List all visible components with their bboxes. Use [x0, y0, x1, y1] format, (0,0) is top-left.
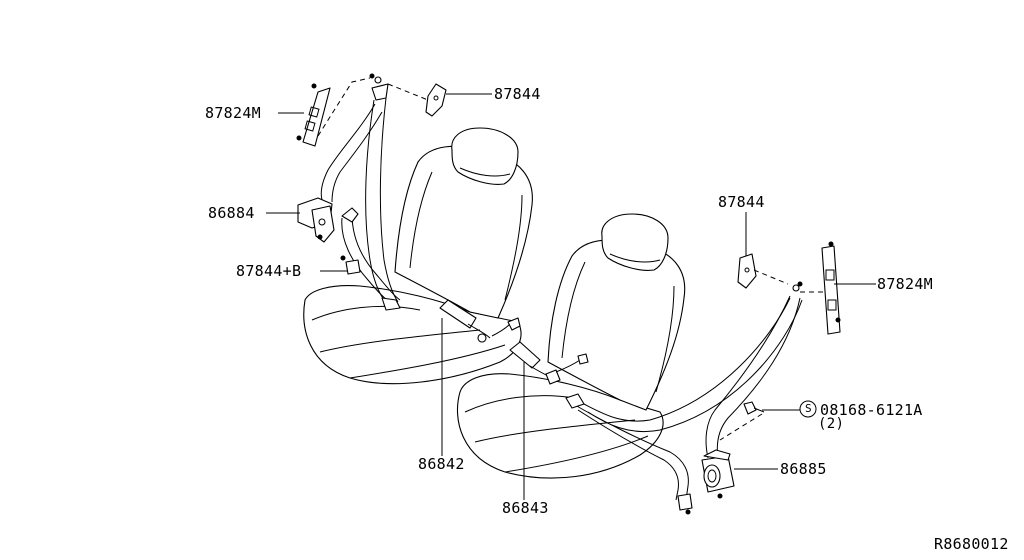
bolt-symbol-letter: S — [805, 402, 812, 415]
left-seat-headrest — [451, 127, 519, 185]
left-belt-adjuster — [296, 83, 331, 147]
left-seat-cushion — [303, 285, 522, 385]
label-87844-right: 87844 — [718, 193, 765, 211]
label-bolt-quantity: (2) — [818, 416, 845, 432]
right-seat-headrest — [601, 213, 669, 271]
bolt-icon — [743, 401, 765, 415]
label-86843: 86843 — [502, 499, 549, 517]
diagram-reference-code: R8680012 — [934, 535, 1009, 553]
left-retractor — [297, 197, 335, 243]
left-seat-back — [394, 145, 533, 319]
right-belt-adjuster — [821, 241, 841, 335]
right-seat-cushion — [456, 373, 664, 479]
left-buckle — [439, 299, 521, 343]
left-shoulder-belt — [365, 99, 391, 307]
right-belt-guide — [737, 253, 757, 289]
label-86884: 86884 — [208, 204, 255, 222]
right-seat-back — [547, 239, 686, 411]
label-86885: 86885 — [780, 460, 827, 478]
circled-s-icon — [799, 400, 817, 418]
right-buckle — [509, 341, 589, 385]
left-seat — [303, 127, 533, 385]
label-87824m-left: 87824M — [205, 104, 261, 122]
right-seat — [456, 213, 686, 479]
label-86842: 86842 — [418, 455, 465, 473]
label-87844-top: 87844 — [494, 85, 541, 103]
label-08168-6121a: 08168-6121A — [820, 401, 923, 419]
label-87844b: 87844+B — [236, 262, 302, 280]
label-87824m-right: 87824M — [877, 275, 933, 293]
right-retractor — [701, 449, 735, 499]
